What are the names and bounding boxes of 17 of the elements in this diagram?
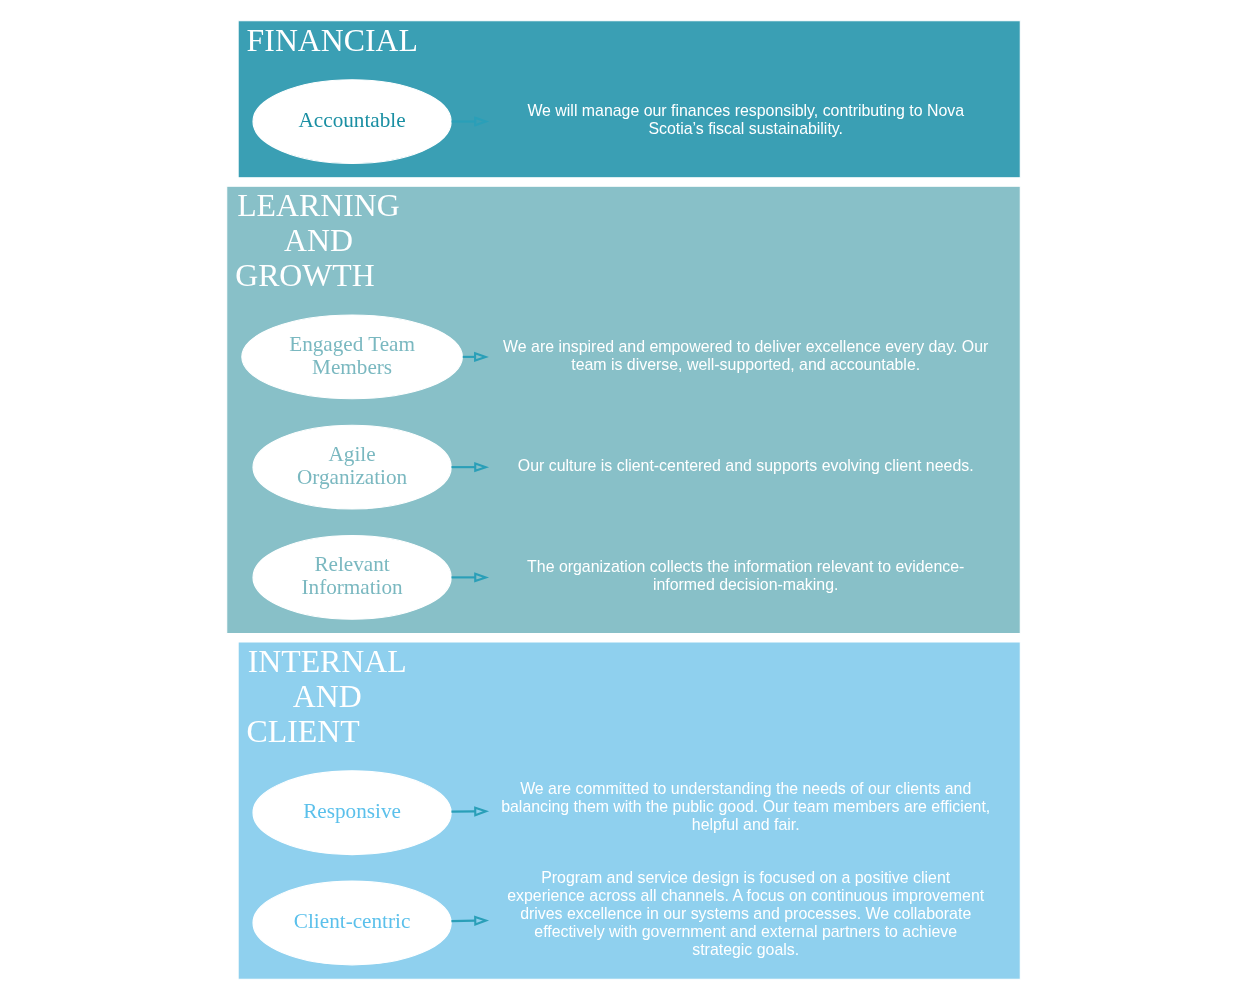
node-ellipse: Engaged Team Members xyxy=(240,314,463,400)
arrow xyxy=(450,806,489,817)
node-ellipse: Responsive xyxy=(251,770,452,856)
node-ellipse: Accountable xyxy=(251,79,452,164)
node-ellipse: Agile Organization xyxy=(251,424,452,510)
node-text: Our culture is client-centered and supports evolving client needs. xyxy=(517,456,974,474)
node-text: We will manage our finances responsibly, contributing to Nova Scotia’s fiscal sustainability. xyxy=(526,102,964,138)
arrow xyxy=(450,572,489,583)
arrow xyxy=(450,915,489,926)
node-text: We are inspired and empowered to deliver excellence every day. Our team is diverse, well-supported, and accountable. xyxy=(502,337,988,373)
node-text: The organization collects the information relevant to evidence-informed decision-making. xyxy=(526,558,964,594)
node-ellipse: Client-centric xyxy=(251,880,452,966)
node-text: We are committed to understanding the needs of our clients and balancing them with the public good. Our team members are efficient, helpful and fair. xyxy=(500,780,990,834)
node-ellipse: Relevant Information xyxy=(251,535,452,620)
arrow xyxy=(450,461,489,473)
node-text: Program and service design is focused on a positive client experience across all channels. A focus on continuous improvement drives excellence in our systems and processes. We collaborate effectively with government and external partners to achieve strategic goals. xyxy=(506,869,984,959)
arrow xyxy=(450,116,489,127)
